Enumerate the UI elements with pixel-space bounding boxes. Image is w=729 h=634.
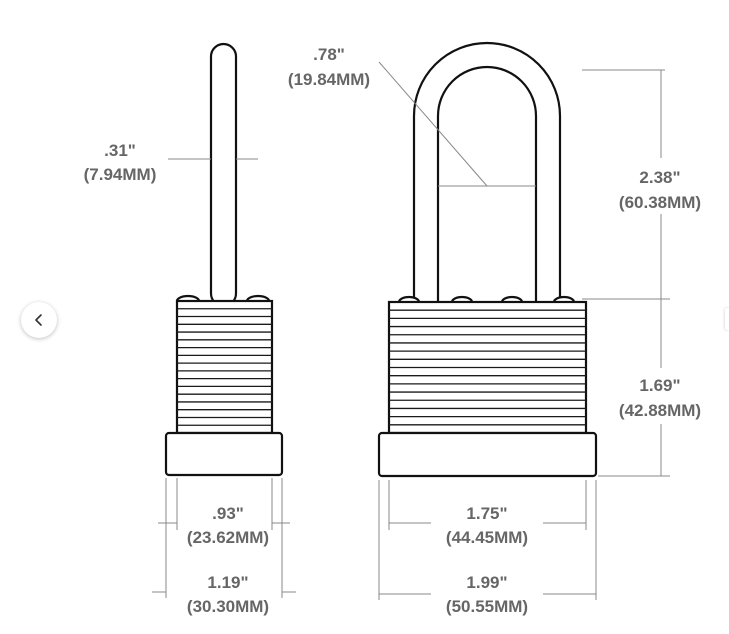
dim-shackle-diameter: .31" (7.94MM) <box>84 141 157 184</box>
dim-side-body-width-mm: (23.62MM) <box>187 528 269 547</box>
dim-body-height: 1.69" (42.88MM) <box>619 376 701 420</box>
dim-shackle-clearance-mm: (60.38MM) <box>619 193 701 212</box>
dim-front-body-width: 1.75" (44.45MM) <box>446 504 528 547</box>
dim-shackle-inner-width: .78" (19.84MM) <box>288 45 370 89</box>
side-shackle <box>209 42 238 308</box>
front-shackle <box>412 41 562 308</box>
chevron-left-icon <box>35 314 42 326</box>
dim-shackle-inner-width-inch: .78" <box>313 45 345 64</box>
front-body-ribs <box>389 309 586 426</box>
dim-side-body-width: .93" (23.62MM) <box>187 504 269 547</box>
padlock-front-view <box>377 41 598 478</box>
dim-side-base-width-inch: 1.19" <box>207 573 248 592</box>
dim-side-base-width-mm: (30.30MM) <box>187 597 269 616</box>
dim-front-body-width-inch: 1.75" <box>466 504 507 523</box>
dim-body-height-inch: 1.69" <box>639 376 680 395</box>
side-body-ribs <box>177 308 272 426</box>
dimension-lines <box>152 61 670 600</box>
dim-front-base-width-inch: 1.99" <box>466 573 507 592</box>
dim-front-base-width: 1.99" (50.55MM) <box>446 573 528 616</box>
dim-shackle-diameter-inch: .31" <box>104 141 136 160</box>
dim-front-base-width-mm: (50.55MM) <box>446 597 528 616</box>
dim-side-base-width: 1.19" (30.30MM) <box>187 573 269 616</box>
dim-shackle-clearance: 2.38" (60.38MM) <box>619 168 701 212</box>
dim-side-body-width-inch: .93" <box>212 504 244 523</box>
front-base <box>377 431 598 478</box>
side-base <box>164 431 284 477</box>
dim-shackle-diameter-mm: (7.94MM) <box>84 165 157 184</box>
padlock-side-view <box>164 42 284 477</box>
dim-shackle-clearance-inch: 2.38" <box>639 168 680 187</box>
next-image-button-edge[interactable] <box>725 308 729 330</box>
previous-image-button[interactable] <box>21 302 57 338</box>
side-body <box>175 299 274 435</box>
dim-body-height-mm: (42.88MM) <box>619 401 701 420</box>
dim-front-body-width-mm: (44.45MM) <box>446 528 528 547</box>
dim-shackle-inner-width-mm: (19.84MM) <box>288 70 370 89</box>
